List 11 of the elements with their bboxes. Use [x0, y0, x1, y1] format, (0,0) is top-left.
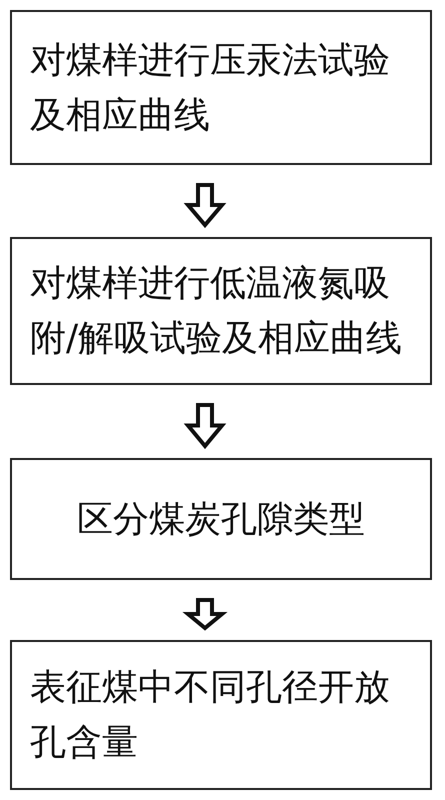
step-text: 区分煤炭孔隙类型 — [77, 498, 365, 542]
block-arrow — [184, 403, 226, 450]
process-box — [10, 10, 432, 165]
step-text: 对煤样进行压汞法试验及相应曲线 — [30, 38, 391, 138]
process-box — [10, 237, 432, 385]
step-text: 对煤样进行低温液氮吸附/解吸试验及相应曲线 — [30, 262, 404, 361]
block-arrow — [182, 598, 228, 631]
process-box — [10, 640, 432, 790]
step-text: 表征煤中不同孔径开放孔含量 — [30, 666, 391, 765]
process-box — [10, 458, 432, 580]
block-arrow — [184, 183, 226, 228]
